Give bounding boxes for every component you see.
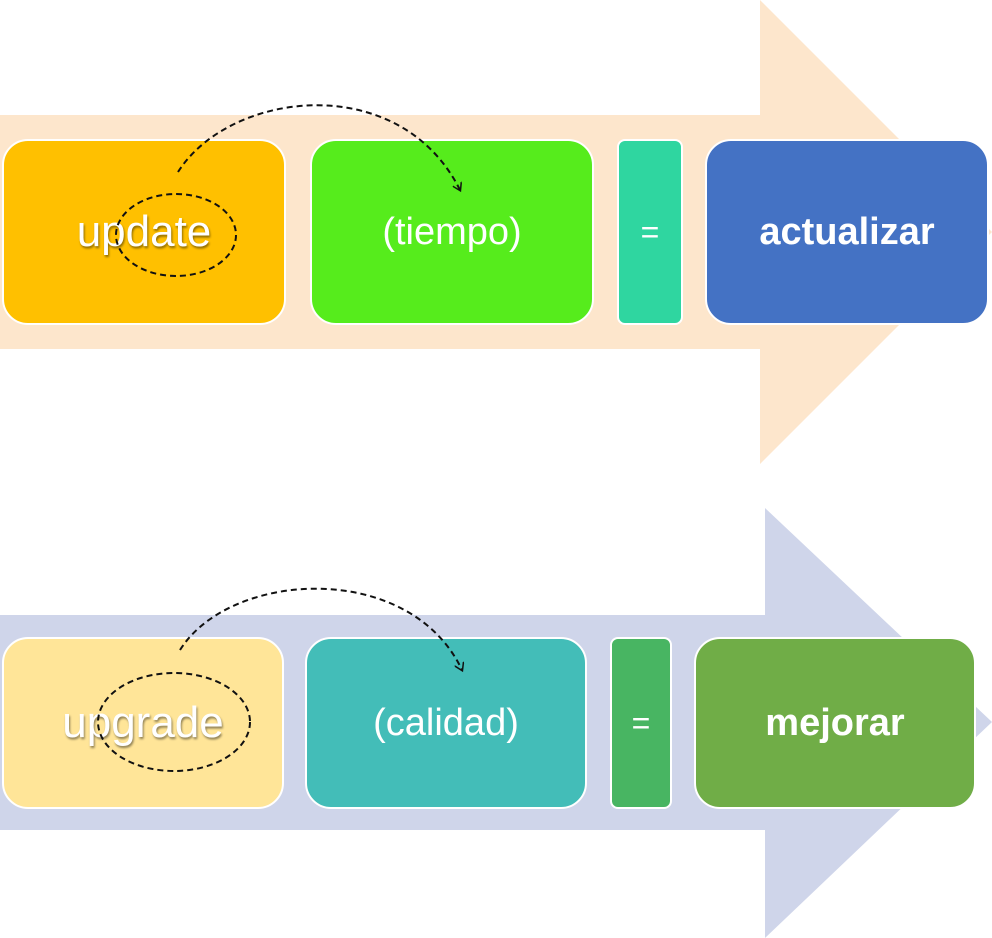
row-2-equals: =: [631, 704, 651, 741]
row-2-word: upgrade: [62, 698, 224, 747]
row-1-qualifier-box: (tiempo): [310, 139, 594, 325]
row-2-translation-box: mejorar: [694, 637, 976, 809]
row-2-translation: mejorar: [765, 701, 905, 744]
row-2-equals-box: =: [610, 637, 672, 809]
row-1-equals: =: [640, 213, 660, 250]
row-2-qualifier-box: (calidad): [305, 637, 587, 809]
row-2-qualifier: (calidad): [373, 701, 519, 744]
row-1-word-box: update: [2, 139, 286, 325]
row-2-word-box: upgrade: [2, 637, 284, 809]
row-1-qualifier: (tiempo): [382, 210, 522, 253]
row-1-equals-box: =: [617, 139, 683, 325]
row-1-translation: actualizar: [759, 210, 935, 253]
row-1-word: update: [76, 207, 212, 256]
row-1-translation-box: actualizar: [705, 139, 989, 325]
